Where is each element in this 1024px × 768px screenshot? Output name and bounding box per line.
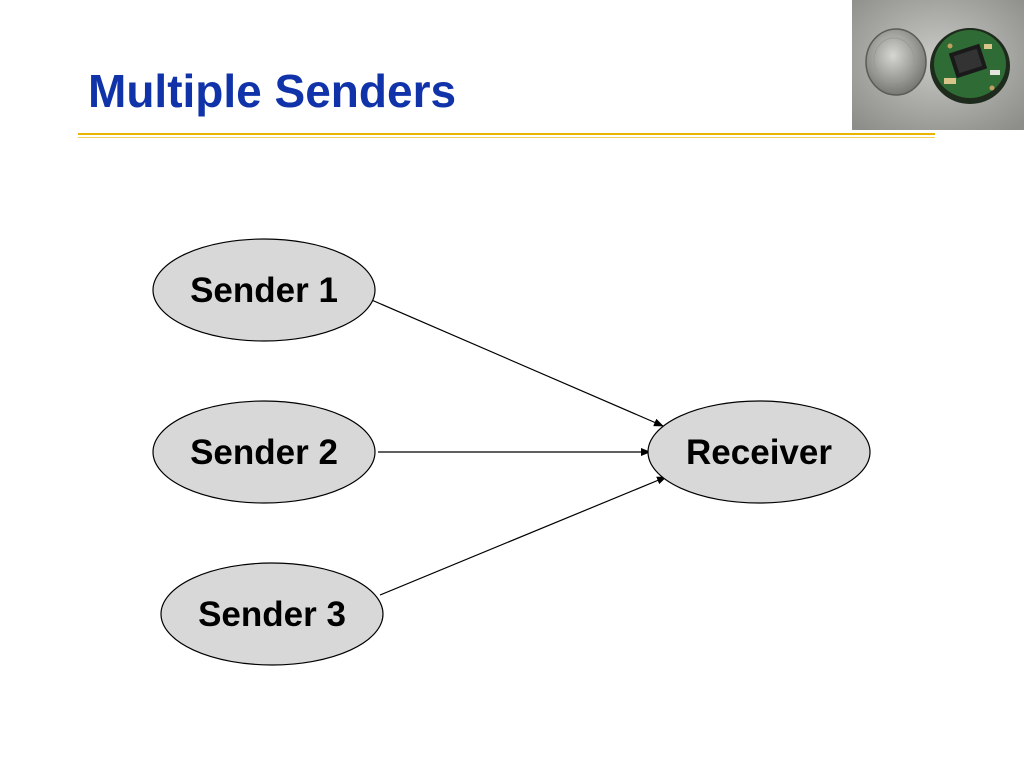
node-label-sender-2: Sender 2 [190,433,338,472]
slide-title: Multiple Senders [88,65,457,117]
node-sender-3: Sender 3 [160,562,384,666]
node-label-receiver: Receiver [686,433,832,472]
edge-sender3-receiver [379,476,667,596]
node-label-sender-1: Sender 1 [190,271,338,310]
node-sender-1: Sender 1 [152,238,376,342]
node-label-sender-3: Sender 3 [198,595,346,634]
node-receiver: Receiver [647,400,871,504]
edge-sender1-receiver [366,297,664,427]
node-sender-2: Sender 2 [152,400,376,504]
sensor-mote-photo [852,0,1024,130]
title-divider [78,133,935,138]
